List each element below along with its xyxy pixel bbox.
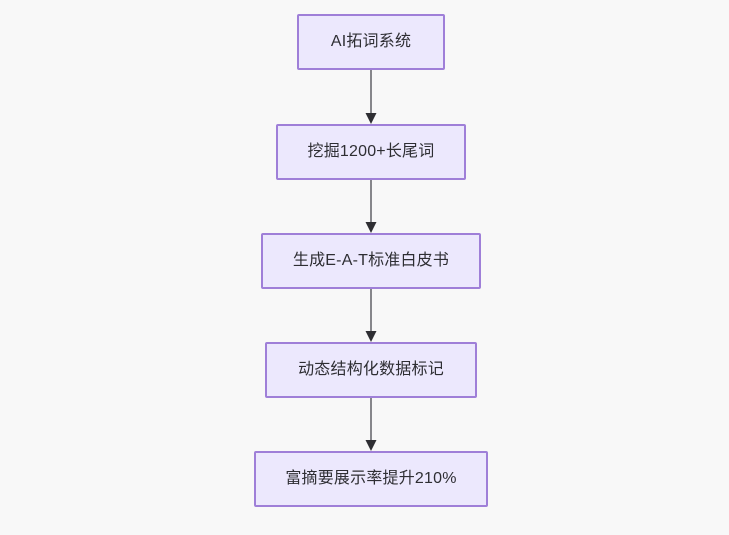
flow-node-longtail-keywords[interactable]: 挖掘1200+长尾词: [276, 124, 466, 180]
flow-node-rich-snippet-result[interactable]: 富摘要展示率提升210%: [254, 451, 488, 507]
edge-n0-n1: [365, 70, 377, 124]
flow-node-label: 挖掘1200+长尾词: [307, 143, 435, 160]
edge-n3-n4: [365, 398, 377, 451]
flow-node-label: 富摘要展示率提升210%: [285, 470, 457, 487]
flow-node-label: 生成E-A-T标准白皮书: [292, 252, 450, 269]
flow-node-structured-data-markup[interactable]: 动态结构化数据标记: [265, 342, 477, 398]
flow-node-label: AI拓词系统: [330, 33, 412, 50]
flow-node-label: 动态结构化数据标记: [298, 361, 444, 378]
edge-n1-n2: [365, 180, 377, 233]
flow-node-ai-keyword-system[interactable]: AI拓词系统: [297, 14, 445, 70]
edge-n2-n3: [365, 289, 377, 342]
flow-node-eat-whitepaper[interactable]: 生成E-A-T标准白皮书: [261, 233, 481, 289]
